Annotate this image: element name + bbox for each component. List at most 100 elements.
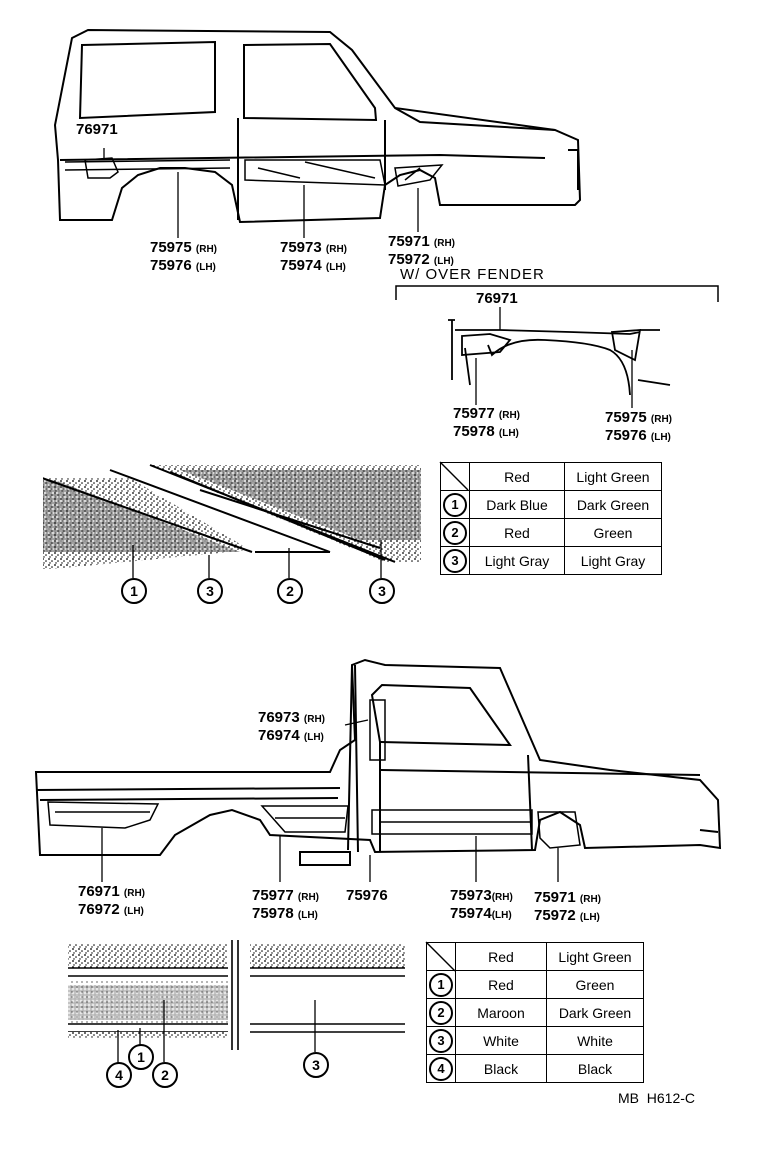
part-number: 75974 [280,257,322,274]
over-fender-title: W/ OVER FENDER [400,267,545,283]
part-number: 75978 [252,905,294,922]
table-row: 2 Maroon Dark Green [426,998,644,1027]
side-lh: (LH) [650,432,671,443]
table-row: 4 Black Black [426,1054,644,1083]
side-rh: (RH) [297,892,319,903]
pickup-trim-moldings [47,699,581,849]
footer-code-text: MB H612-C [618,1090,696,1106]
stripe-detail-2 [68,940,405,1065]
part-number: 75975 [150,239,192,256]
row-key: 1 [443,492,467,517]
side-rh: (RH) [303,714,325,725]
cell-red: Maroon [455,998,547,1027]
row-key-cell: 3 [440,546,470,575]
over-fender-bracket [395,285,719,302]
stripe2-callout-4: 4 [106,1062,132,1088]
part-number: 75976 [605,427,647,444]
part-number: 75971 [534,889,576,906]
row-key-cell: 2 [440,518,470,547]
stripe2-callout-3: 3 [303,1052,329,1078]
wagon-label-76971: 76971 [76,122,118,138]
header-red: Red [469,462,565,491]
color-table-2: Red Light Green 1 Red Green 2 Maroon Dar… [426,942,644,1083]
row-key: 1 [429,972,453,997]
stripe1-callout-3b: 3 [369,578,395,604]
cell-red: Red [469,518,565,547]
row-key-cell: 1 [426,970,456,999]
table-row: 2 Red Green [440,518,662,547]
side-rh: (RH) [579,894,601,905]
stripe-detail-1 [41,461,423,578]
part-number: 75973 [280,239,322,256]
pickup-label-75971-75972: 75971 (RH) 75972 (LH) [534,890,601,926]
part-number: 75978 [453,423,495,440]
header-light-green: Light Green [564,462,662,491]
side-rh: (RH) [433,238,455,249]
part-number: 76971 [76,121,118,138]
side-rh: (RH) [325,244,347,255]
over-fender-title-text: W/ OVER FENDER [400,266,545,283]
row-key: 3 [429,1028,453,1053]
pickup-label-75973-75974: 75973(RH) 75974(LH) [450,888,513,924]
table-row: 1 Dark Blue Dark Green [440,490,662,519]
part-number: 75976 [346,887,388,904]
cell-red: Black [455,1054,547,1083]
row-key: 3 [443,548,467,573]
cell-red: Red [455,970,547,999]
side-lh: (LH) [433,256,454,267]
cell-light-green: Dark Green [564,490,662,519]
header-light-green: Light Green [546,942,644,971]
stripe1-callout-3: 3 [197,578,223,604]
pickup-label-76971-76972: 76971 (RH) 76972 (LH) [78,884,145,920]
pickup-body-drawing [34,658,722,866]
header-red: Red [455,942,547,971]
table-corner-cell [426,942,456,971]
row-key-cell: 3 [426,1026,456,1055]
cell-red: White [455,1026,547,1055]
wagon-body-drawing [53,28,582,224]
over-fender-label-75975-75976: 75975 (RH) 75976 (LH) [605,410,672,446]
part-number: 75975 [605,409,647,426]
cell-light-green: Green [546,970,644,999]
row-key-cell: 4 [426,1054,456,1083]
cell-light-green: Dark Green [546,998,644,1027]
side-lh: (LH) [195,262,216,273]
part-number: 75972 [534,907,576,924]
part-number: 75973 [450,887,492,904]
part-number: 75977 [252,887,294,904]
table-row: 3 Light Gray Light Gray [440,546,662,575]
row-key: 4 [429,1056,453,1081]
stripe2-callout-2: 2 [152,1062,178,1088]
table-corner-cell [440,462,470,491]
side-rh: (RH) [123,888,145,899]
cell-light-green: Light Gray [564,546,662,575]
side-lh: (LH) [123,906,144,917]
over-fender-drawing [448,319,671,396]
side-lh: (LH) [579,912,600,923]
part-number: 75977 [453,405,495,422]
cell-red: Light Gray [469,546,565,575]
table-row: 3 White White [426,1026,644,1055]
row-key: 2 [429,1000,453,1025]
side-rh: (RH) [195,244,217,255]
part-number: 75976 [150,257,192,274]
row-key-cell: 2 [426,998,456,1027]
table-header-row: Red Light Green [426,942,644,971]
row-key: 2 [443,520,467,545]
stripe1-callout-1: 1 [121,578,147,604]
pickup-label-75976: 75976 [346,888,388,904]
part-number: 76972 [78,901,120,918]
over-fender-label-75977-75978: 75977 (RH) 75978 (LH) [453,406,520,442]
over-fender-label-76971: 76971 [476,291,518,307]
side-lh: (LH) [297,910,318,921]
pickup-label-76973-76974: 76973 (RH) 76974 (LH) [258,710,325,746]
side-rh: (RH) [498,410,520,421]
side-rh: (RH) [650,414,672,425]
cell-red: Dark Blue [469,490,565,519]
part-number: 76971 [476,290,518,307]
cell-light-green: Green [564,518,662,547]
side-lh: (LH) [325,262,346,273]
table-row: 1 Red Green [426,970,644,999]
wagon-label-75971-75972: 75971 (RH) 75972 (LH) [388,234,455,270]
